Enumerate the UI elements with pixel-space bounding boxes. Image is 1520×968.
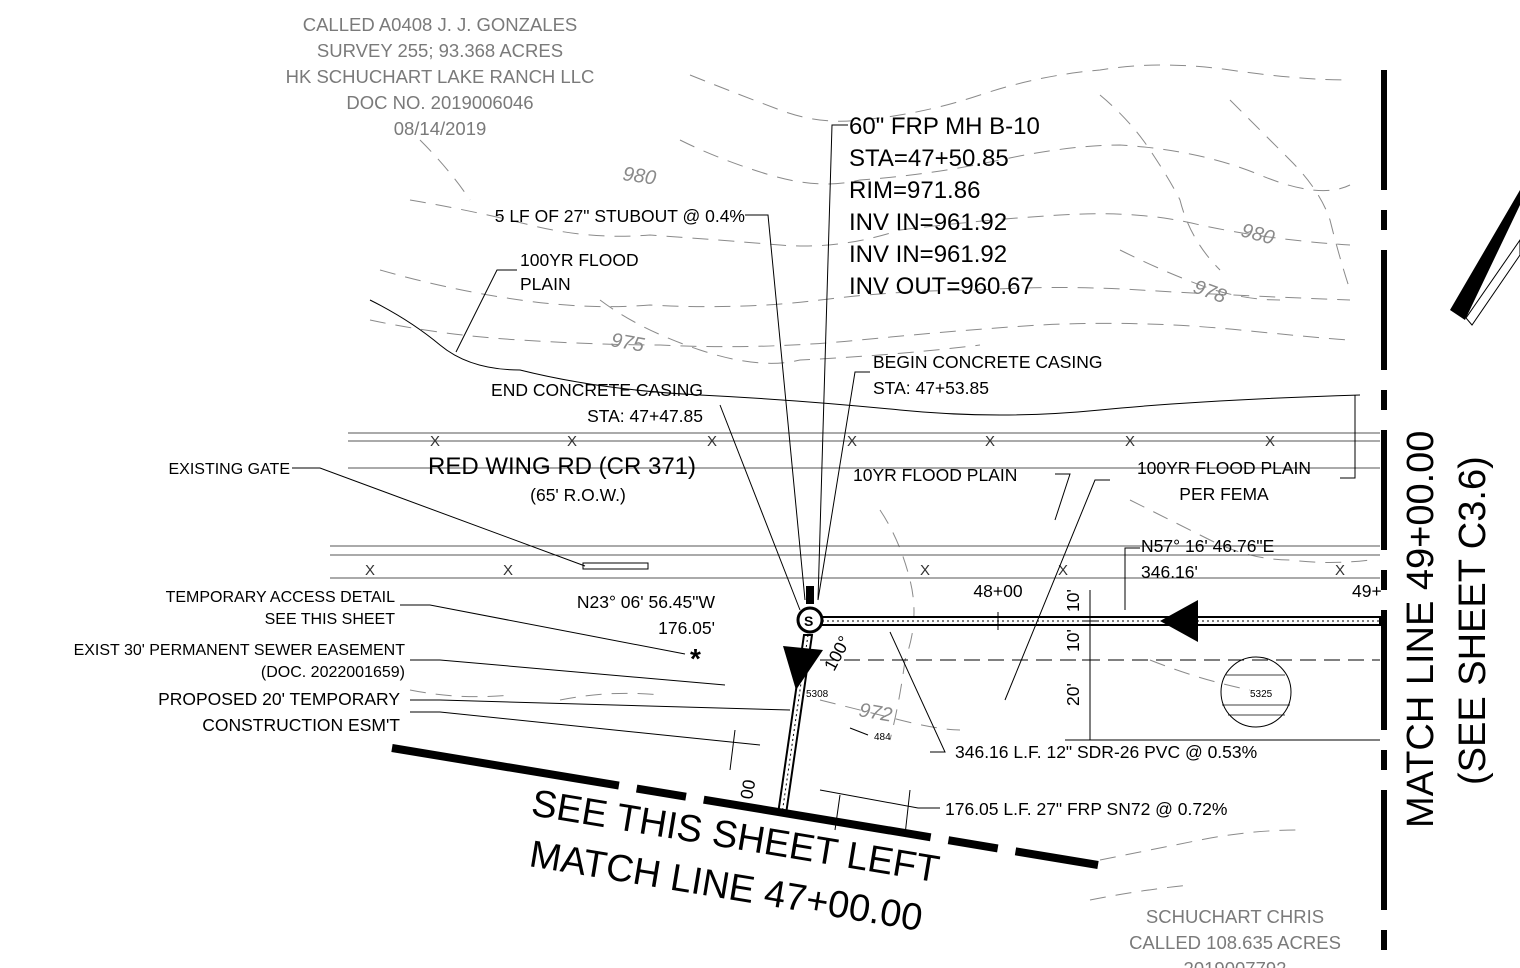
dimension-10b-label: 10'	[1063, 629, 1083, 652]
stubout-label: 5 LF OF 27" STUBOUT @ 0.4%	[495, 206, 745, 226]
tree-label-484: 484	[874, 732, 891, 743]
svg-text:X: X	[430, 433, 440, 450]
svg-text:X: X	[1058, 562, 1068, 579]
manhole-callout-line-3: RIM=971.86	[849, 177, 980, 204]
owner-nw-line-1: CALLED A0408 J. J. GONZALES	[303, 14, 578, 35]
dimension-10a-label: 10'	[1063, 589, 1083, 612]
flood-plain-10yr-label: 10YR FLOOD PLAIN	[853, 465, 1017, 485]
flood-plain-fema-label-2: PER FEMA	[1179, 484, 1269, 504]
manhole-callout-line-1: 60" FRP MH B-10	[849, 113, 1040, 140]
temp-access-label-1: TEMPORARY ACCESS DETAIL	[166, 589, 396, 606]
existing-gate-label: EXISTING GATE	[169, 461, 291, 478]
manhole-symbol-label: S	[804, 613, 813, 629]
flood-plain-100yr-line	[369, 299, 1361, 416]
match-line-right-text-1: MATCH LINE 49+00.00	[1400, 431, 1442, 828]
exist-easement-label-2: (DOC. 2022001659)	[261, 664, 405, 681]
end-casing-label-2: STA: 47+47.85	[587, 406, 703, 426]
owner-nw-line-5: 08/14/2019	[394, 118, 487, 139]
owner-block-se: SCHUCHART CHRIS CALLED 108.635 ACRES 201…	[1129, 906, 1341, 968]
bearing-nw-label: N23° 06' 56.45"W	[577, 592, 716, 612]
leader-lines	[292, 124, 1356, 809]
distance-ne-label: 346.16'	[1141, 562, 1198, 582]
svg-text:X: X	[707, 433, 717, 450]
flow-arrow-frp	[783, 646, 823, 690]
contour-labels: 980 980 978 975 972	[609, 163, 1277, 727]
pvc-pipe-label: 346.16 L.F. 12" SDR-26 PVC @ 0.53%	[955, 742, 1257, 762]
end-casing-label-1: END CONCRETE CASING	[491, 380, 703, 400]
flood-plain-fema-label-1: 100YR FLOOD PLAIN	[1137, 458, 1311, 478]
owner-nw-line-3: HK SCHUCHART LAKE RANCH LLC	[286, 66, 595, 87]
match-line-right-label: MATCH LINE 49+00.00 (SEE SHEET C3.6)	[1400, 431, 1494, 828]
existing-gate-symbol	[582, 562, 649, 570]
manhole-callout: 60" FRP MH B-10 STA=47+50.85 RIM=971.86 …	[849, 113, 1040, 300]
begin-casing-label-2: STA: 47+53.85	[873, 378, 989, 398]
distance-nw-label: 176.05'	[658, 618, 715, 638]
proposed-easement-label-2: CONSTRUCTION ESM'T	[202, 715, 400, 735]
svg-text:X: X	[503, 562, 513, 579]
owner-se-line-2: CALLED 108.635 ACRES	[1129, 932, 1341, 953]
svg-text:X: X	[847, 433, 857, 450]
temp-access-asterisk: *	[690, 643, 701, 674]
station-00-label: 00	[736, 778, 759, 801]
fence-marks: X X X X X X X X X X X X	[365, 433, 1345, 579]
tree-5325: 5325	[1220, 656, 1292, 728]
manhole-callout-line-2: STA=47+50.85	[849, 145, 1009, 172]
contour-label-980b: 980	[1239, 220, 1277, 250]
proposed-easement-label-1: PROPOSED 20' TEMPORARY	[158, 689, 400, 709]
angle-label: 100°	[820, 633, 855, 674]
manhole-callout-line-6: INV OUT=960.67	[849, 273, 1034, 300]
svg-text:X: X	[985, 433, 995, 450]
owner-nw-line-2: SURVEY 255; 93.368 ACRES	[317, 40, 563, 61]
contour-label-975: 975	[609, 329, 647, 357]
easement-lines	[820, 659, 1380, 741]
flow-arrow-pvc	[1160, 600, 1198, 642]
road-row-label: (65' R.O.W.)	[530, 485, 626, 505]
manhole-symbol: S	[796, 586, 824, 634]
dimension-20-label: 20'	[1063, 683, 1083, 706]
match-line-left	[391, 744, 1099, 869]
road-right-of-way	[330, 432, 1380, 579]
svg-text:X: X	[1125, 433, 1135, 450]
frp-pipe-label: 176.05 L.F. 27" FRP SN72 @ 0.72%	[945, 799, 1227, 819]
tree-label-5325: 5325	[1250, 689, 1273, 700]
road-name-label: RED WING RD (CR 371)	[428, 453, 696, 480]
begin-casing-label-1: BEGIN CONCRETE CASING	[873, 352, 1102, 372]
svg-text:X: X	[1335, 562, 1345, 579]
north-arrow-icon	[1450, 190, 1520, 326]
flood-plain-100yr-label-2: PLAIN	[520, 274, 571, 294]
dimension-lines	[729, 590, 1098, 836]
owner-se-line-1: SCHUCHART CHRIS	[1146, 906, 1324, 927]
station-48-label: 48+00	[973, 581, 1022, 601]
svg-text:X: X	[920, 562, 930, 579]
contour-label-980a: 980	[621, 163, 657, 189]
manhole-callout-line-4: INV IN=961.92	[849, 209, 1007, 236]
owner-nw-line-4: DOC NO. 2019006046	[346, 92, 533, 113]
bearing-ne-label: N57° 16' 46.76"E	[1141, 536, 1274, 556]
flood-plain-100yr-label-1: 100YR FLOOD	[520, 250, 639, 270]
contour-label-972: 972	[857, 699, 894, 726]
owner-se-line-3: 2019007792	[1184, 958, 1287, 968]
temp-access-label-2: SEE THIS SHEET	[265, 611, 396, 628]
exist-easement-label-1: EXIST 30' PERMANENT SEWER EASEMENT	[74, 642, 406, 659]
owner-block-nw: CALLED A0408 J. J. GONZALES SURVEY 255; …	[286, 14, 595, 139]
match-line-right-text-2: (SEE SHEET C3.6)	[1452, 456, 1494, 785]
tree-label-5308: 5308	[806, 689, 829, 700]
contour-lines	[369, 64, 1371, 901]
svg-text:X: X	[567, 433, 577, 450]
manhole-callout-line-5: INV IN=961.92	[849, 241, 1007, 268]
svg-text:X: X	[1265, 433, 1275, 450]
svg-text:X: X	[365, 562, 375, 579]
station-49-label: 49+	[1352, 581, 1382, 601]
contour-label-978: 978	[1190, 276, 1229, 308]
